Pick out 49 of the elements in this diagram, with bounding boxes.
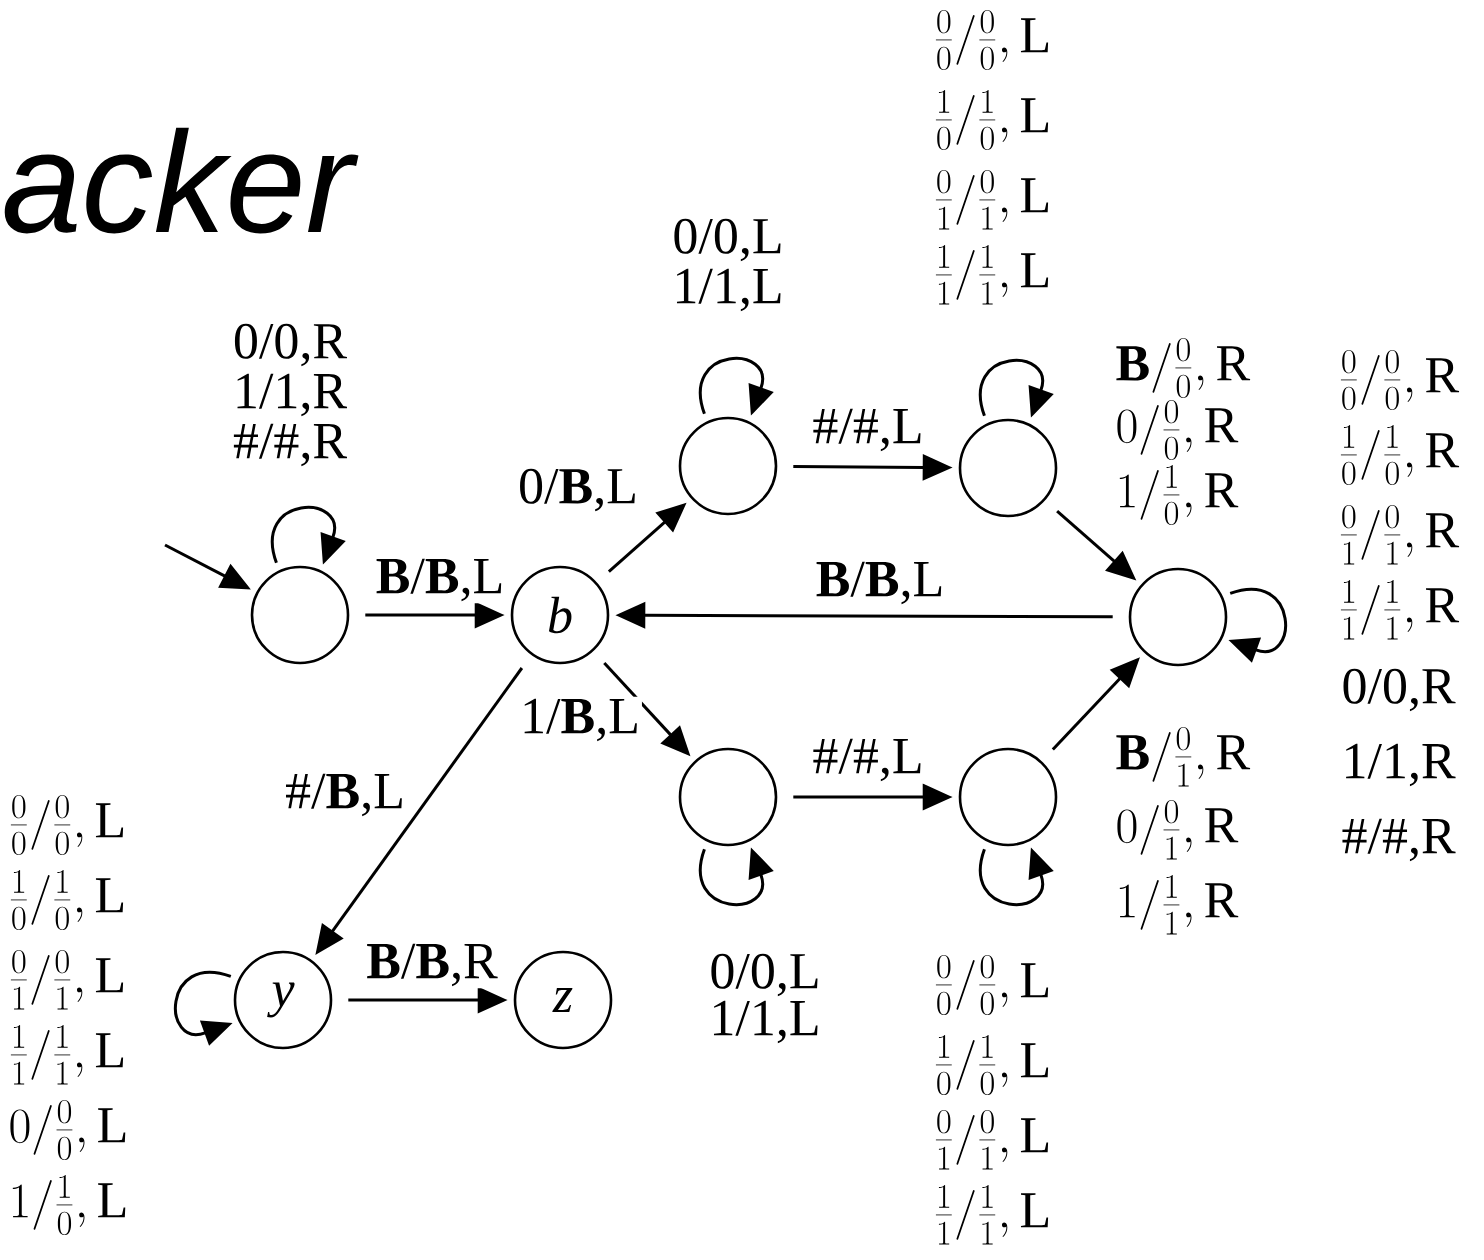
transition-label: $\frac{1}{1}/\frac{1}{1},\mathrm{L}$ xyxy=(935,1184,1049,1245)
transition-label: $\frac{0}{1}/\frac{0}{1},\mathrm{L}$ xyxy=(935,169,1049,230)
transition-label: $\frac{1}{1}/\frac{1}{1},\mathrm{L}$ xyxy=(935,244,1049,305)
edge-label: B/B,L xyxy=(813,559,947,607)
edge-label: #/#,L xyxy=(810,406,926,454)
transition-label: $\frac{1}{1}/\frac{1}{1},\mathrm{L}$ xyxy=(10,1024,124,1085)
state-circle xyxy=(958,747,1058,847)
transition-label: $\mathbf{B}/\frac{0}{0},\mathrm{R}$ xyxy=(1116,337,1251,399)
transition-label: 0/0,L xyxy=(711,953,818,997)
transition-label: $0/\frac{0}{0},\mathrm{L}$ xyxy=(10,1099,126,1161)
edge-label: #/B,L xyxy=(283,771,407,819)
transition-label: $\frac{0}{1}/\frac{0}{1},\mathrm{L}$ xyxy=(10,949,124,1010)
transition-label: $\frac{0}{0}/\frac{0}{0},\mathrm{R}$ xyxy=(1340,349,1460,411)
state-circle xyxy=(678,747,778,847)
state-circle xyxy=(1128,567,1228,667)
transition-label: 1/1,R xyxy=(1346,743,1456,787)
transition-label: $\frac{0}{0}/\frac{0}{0},\mathrm{L}$ xyxy=(10,794,124,856)
transition-label: $\frac{1}{0}/\frac{1}{0},\mathrm{L}$ xyxy=(10,869,124,931)
transition-label: $1/\frac{1}{0},\mathrm{R}$ xyxy=(1119,464,1239,526)
transition-label: $\frac{0}{0}/\frac{0}{0},\mathrm{L}$ xyxy=(935,954,1049,1016)
transition-label: $\mathbf{B}/\frac{0}{1},\mathrm{R}$ xyxy=(1116,726,1251,787)
transition-label: #/#,R xyxy=(233,423,347,467)
transition-label: $\frac{1}{0}/\frac{1}{0},\mathrm{R}$ xyxy=(1340,424,1460,486)
transition-label: 0/0,R xyxy=(1343,668,1456,712)
state-circle xyxy=(250,565,350,665)
transition-label: 1/1,R xyxy=(237,373,347,417)
transition-label: $\frac{0}{0}/\frac{0}{0},\mathrm{L}$ xyxy=(935,9,1049,71)
transition-label: $0/\frac{0}{1},\mathrm{R}$ xyxy=(1117,799,1239,860)
transition-label: 0/0,L xyxy=(674,218,781,262)
transition-label: $1/\frac{1}{1},\mathrm{R}$ xyxy=(1119,874,1239,935)
edge-label: B/B,R xyxy=(364,941,500,989)
state-circle xyxy=(678,416,778,516)
transition-label: 0/0,R xyxy=(234,323,347,367)
transition-label: 1/1,L xyxy=(714,1000,818,1044)
transition-label: $\frac{1}{1}/\frac{1}{1},\mathrm{R}$ xyxy=(1340,579,1460,640)
edge-label: 1/B,L xyxy=(518,696,642,744)
transition-label: $\frac{1}{0}/\frac{1}{0},\mathrm{L}$ xyxy=(935,1034,1049,1096)
transition-label: $\frac{0}{1}/\frac{0}{1},\mathrm{L}$ xyxy=(935,1109,1049,1170)
edge-label: B/B,L xyxy=(373,556,507,604)
state-circle xyxy=(958,418,1058,518)
transition-label: $0/\frac{0}{0},\mathrm{R}$ xyxy=(1117,399,1239,461)
transition-label: 1/1,L xyxy=(677,268,781,312)
transition-label: #/#,R xyxy=(1342,818,1456,862)
edge-label: 0/B,L xyxy=(516,466,640,514)
transition-label: $\frac{1}{0}/\frac{1}{0},\mathrm{L}$ xyxy=(935,89,1049,151)
edge-label: #/#,L xyxy=(810,736,926,784)
transition-label: $\frac{0}{1}/\frac{0}{1},\mathrm{R}$ xyxy=(1340,504,1460,565)
transition-label: $1/\frac{1}{0},\mathrm{L}$ xyxy=(12,1174,126,1236)
title: acker xyxy=(4,127,359,234)
